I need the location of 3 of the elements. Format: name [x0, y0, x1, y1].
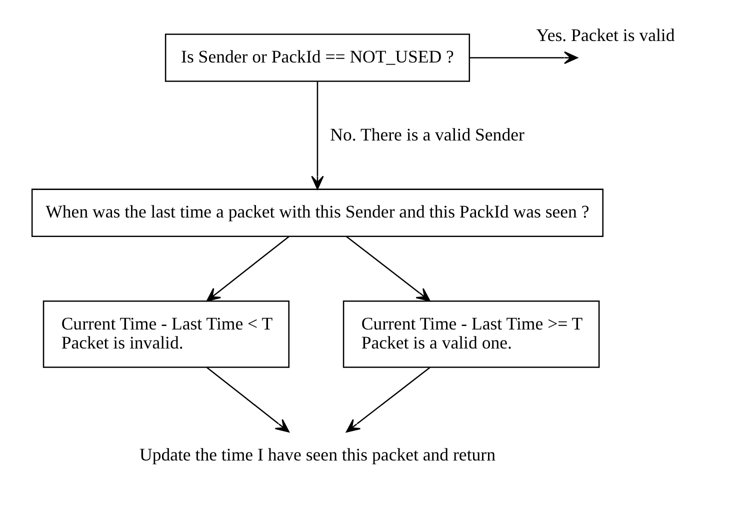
node-text: Update the time I have seen this packet and return — [138, 444, 495, 464]
edge-label: Yes. Packet is valid — [536, 24, 674, 45]
edge-label: No. There is a valid Sender — [330, 124, 524, 145]
